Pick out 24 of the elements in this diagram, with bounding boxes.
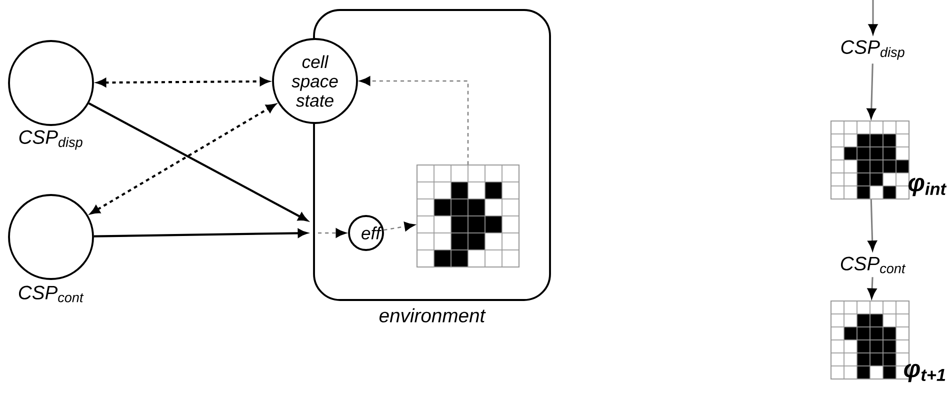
arrow xyxy=(867,277,877,299)
text-label: CSP$_{cont}$ xyxy=(840,256,906,274)
node-label: CSP$_{cont}$ xyxy=(18,286,84,302)
dotted-arrow xyxy=(384,222,416,232)
picture xyxy=(830,120,910,200)
dotted-arrow xyxy=(360,76,469,165)
node-label: CSP$_{disp}$ xyxy=(19,130,82,150)
text-label: CSP$_{disp}$ xyxy=(841,40,904,60)
dotted-arrow xyxy=(318,228,346,238)
circle-node xyxy=(8,194,94,280)
circle-node: cell space state xyxy=(272,38,358,124)
circle-node xyxy=(8,40,94,126)
node-label: environment xyxy=(379,308,486,322)
arrow xyxy=(88,102,308,222)
arrow xyxy=(868,199,877,251)
circle-node: eff xyxy=(348,215,384,251)
picture xyxy=(416,164,520,268)
arrow xyxy=(868,0,878,34)
symbol-label: φ$_{int}$ xyxy=(908,178,947,196)
dotted-arrow xyxy=(90,104,276,214)
arrow xyxy=(94,228,308,238)
dotted-arrow xyxy=(96,77,270,87)
arrow xyxy=(866,64,876,119)
symbol-label: φ$_{t+1}$ xyxy=(904,364,946,382)
